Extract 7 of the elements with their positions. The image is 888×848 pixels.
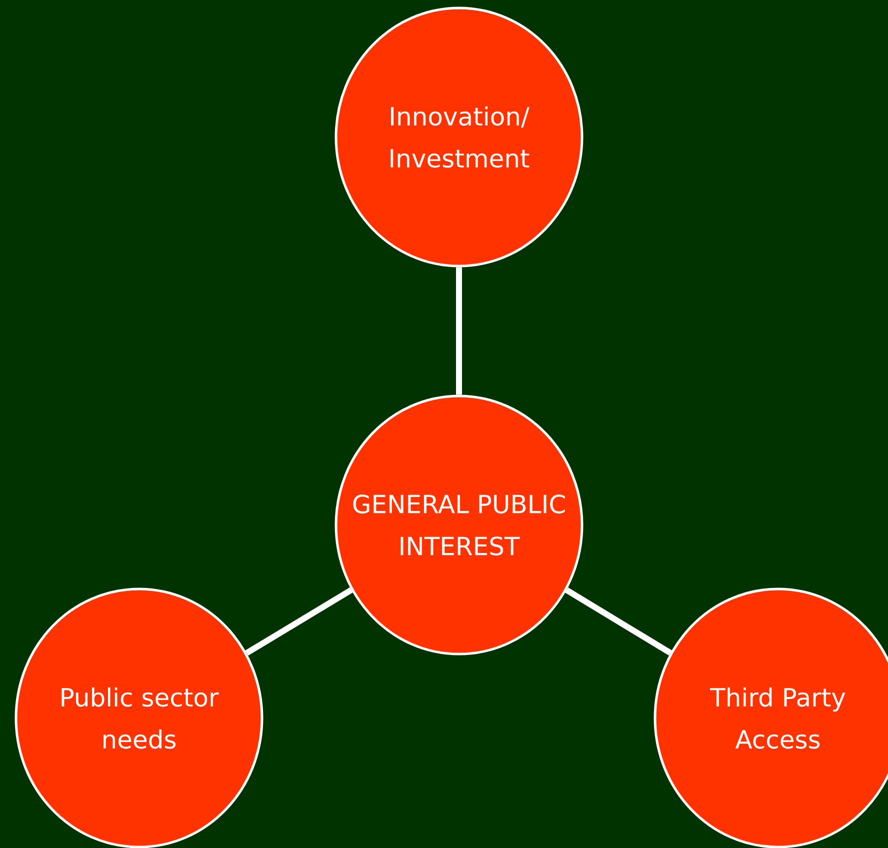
circle-node: Third Party Access [654,588,888,848]
circle-node: Public sector needs [14,588,264,848]
connector-line [456,267,462,395]
connector-line [565,588,672,656]
circle-node: Innovation/ Investment [334,6,584,268]
circle-node: GENERAL PUBLIC INTEREST [334,394,584,656]
connector-line [245,587,353,656]
